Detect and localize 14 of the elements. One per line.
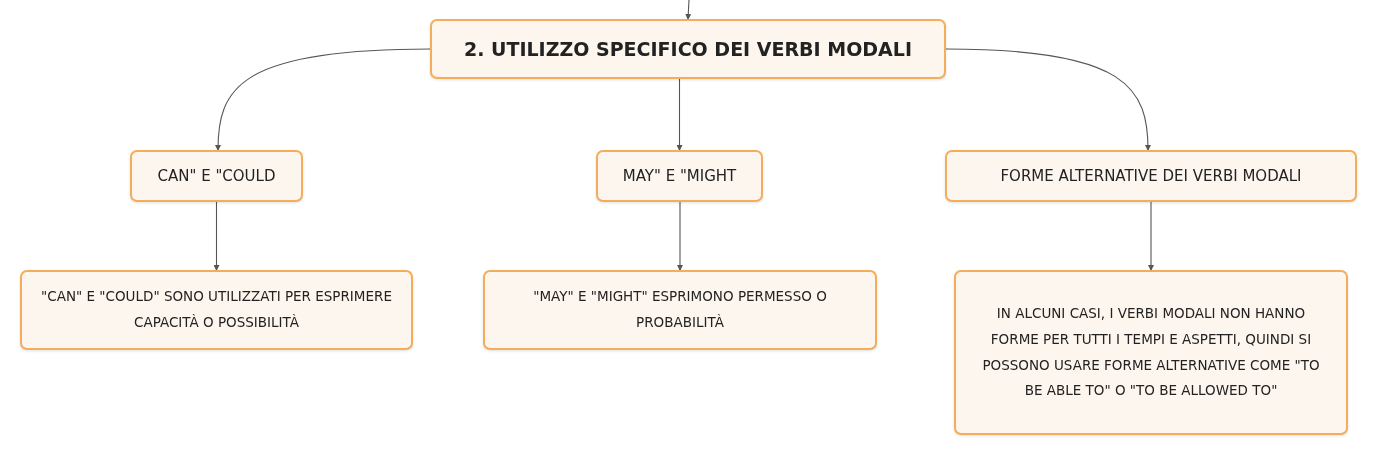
concept-box: CAN" E "COULD (130, 150, 303, 202)
concept-box: FORME ALTERNATIVE DEI VERBI MODALI (945, 150, 1357, 202)
connector-arrow (677, 201, 683, 271)
concept-box: MAY" E "MIGHT (596, 150, 763, 202)
connector-arrow (215, 48, 431, 151)
concept-box: "MAY" E "MIGHT" ESPRIMONO PERMESSO O PROBABILITÀ (483, 270, 877, 350)
concept-box: "CAN" E "COULD" SONO UTILIZZATI PER ESPRIMERE CAPACITÀ O POSSIBILITÀ (20, 270, 413, 350)
concept-box: IN ALCUNI CASI, I VERBI MODALI NON HANNO FORME PER TUTTI I TEMPI E ASPETTI, QUINDI SI POSSONO USARE FORME ALTERNATIVE COME "TO BE ABLE TO" O "TO BE ALLOWED TO" (954, 270, 1348, 435)
connector-arrow (685, 0, 692, 20)
connector-arrow (1148, 201, 1154, 271)
connector-arrow (676, 78, 683, 151)
connector-arrow (945, 48, 1151, 151)
topic-box: 2. UTILIZZO SPECIFICO DEI VERBI MODALI (430, 19, 946, 79)
connector-arrow (213, 201, 220, 271)
